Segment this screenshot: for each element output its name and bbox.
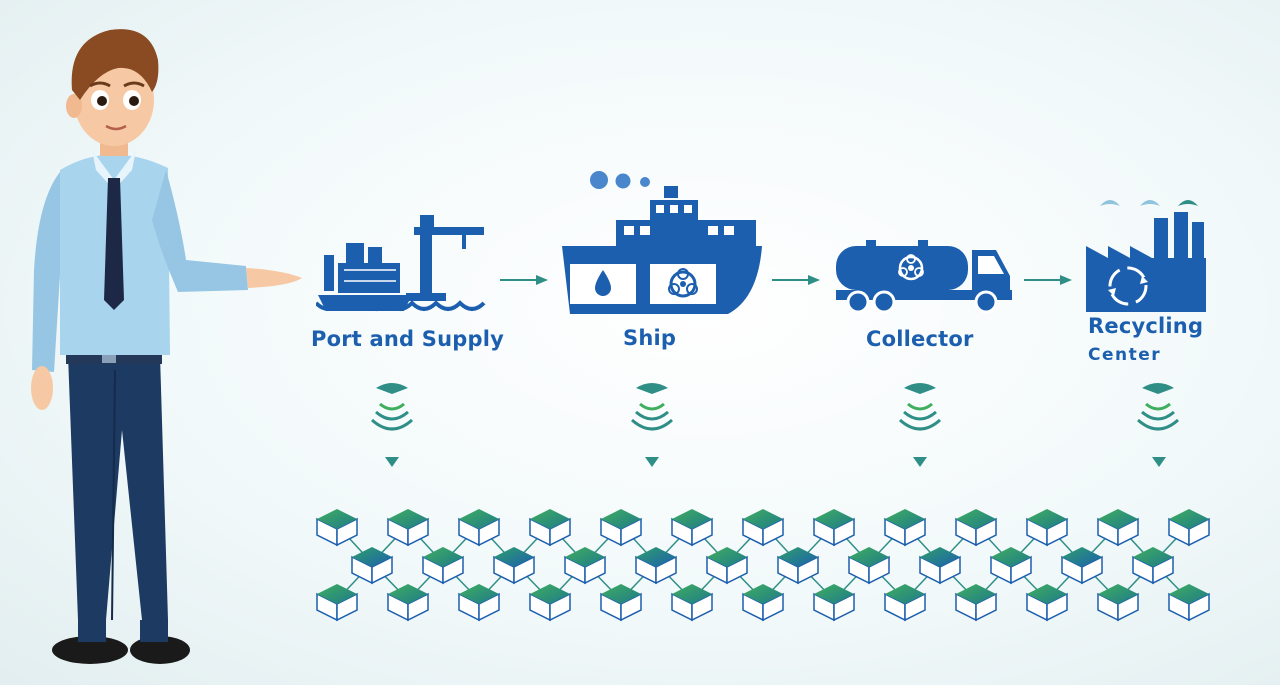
wireless-sensor-icon (898, 383, 942, 431)
blockchain-cube (316, 509, 358, 547)
blockchain-cube (1026, 584, 1068, 622)
blockchain-cube (919, 547, 961, 585)
wireless-sensor-icon (370, 383, 414, 431)
blockchain-cube (777, 547, 819, 585)
flow-arrow (500, 275, 548, 285)
blockchain-cube (422, 547, 464, 585)
blockchain-cube (848, 547, 890, 585)
blockchain-cube (387, 584, 429, 622)
blockchain-cube-network (316, 509, 1210, 622)
stage-label-ship: Ship (623, 326, 677, 350)
ship-icon (562, 171, 762, 314)
blockchain-cube (564, 547, 606, 585)
factory-icon (1086, 200, 1206, 312)
presenter-man-illustration (31, 29, 302, 664)
flow-arrow (772, 275, 820, 285)
blockchain-cube (458, 509, 500, 547)
blockchain-cube (316, 584, 358, 622)
blockchain-cube (1132, 547, 1174, 585)
blockchain-cube (955, 584, 997, 622)
blockchain-cube (600, 509, 642, 547)
stage-label-recycling-line1: Recycling (1088, 314, 1204, 338)
blockchain-cube (458, 584, 500, 622)
blockchain-cube (813, 584, 855, 622)
blockchain-cube (706, 547, 748, 585)
wireless-sensor-icon (1136, 383, 1180, 431)
blockchain-cube (529, 584, 571, 622)
blockchain-cube (990, 547, 1032, 585)
blockchain-cube (1097, 509, 1139, 547)
blockchain-cube (671, 584, 713, 622)
down-arrow-icon (913, 457, 927, 467)
stage-label-port: Port and Supply (311, 327, 505, 351)
blockchain-cube (1168, 509, 1210, 547)
blockchain-cube (600, 584, 642, 622)
tanker-truck-icon (836, 240, 1012, 314)
blockchain-cube (529, 509, 571, 547)
blockchain-cube (955, 509, 997, 547)
blockchain-cube (387, 509, 429, 547)
stage-label-collector: Collector (866, 327, 974, 351)
blockchain-cube (813, 509, 855, 547)
port-crane-icon (316, 215, 486, 311)
down-arrow-icon (645, 457, 659, 467)
blockchain-cube (1097, 584, 1139, 622)
blockchain-cube (671, 509, 713, 547)
stage-label-recycling-line2: Center (1088, 345, 1162, 365)
flow-arrow (1024, 275, 1072, 285)
blockchain-cube (742, 584, 784, 622)
blockchain-cube (742, 509, 784, 547)
blockchain-cube (493, 547, 535, 585)
blockchain-cube (1061, 547, 1103, 585)
blockchain-cube (1168, 584, 1210, 622)
wireless-sensor-icon (630, 383, 674, 431)
blockchain-cube (635, 547, 677, 585)
blockchain-cube (351, 547, 393, 585)
blockchain-cube (1026, 509, 1068, 547)
blockchain-cube (884, 509, 926, 547)
down-arrow-icon (1152, 457, 1166, 467)
down-arrow-icon (385, 457, 399, 467)
blockchain-cube (884, 584, 926, 622)
